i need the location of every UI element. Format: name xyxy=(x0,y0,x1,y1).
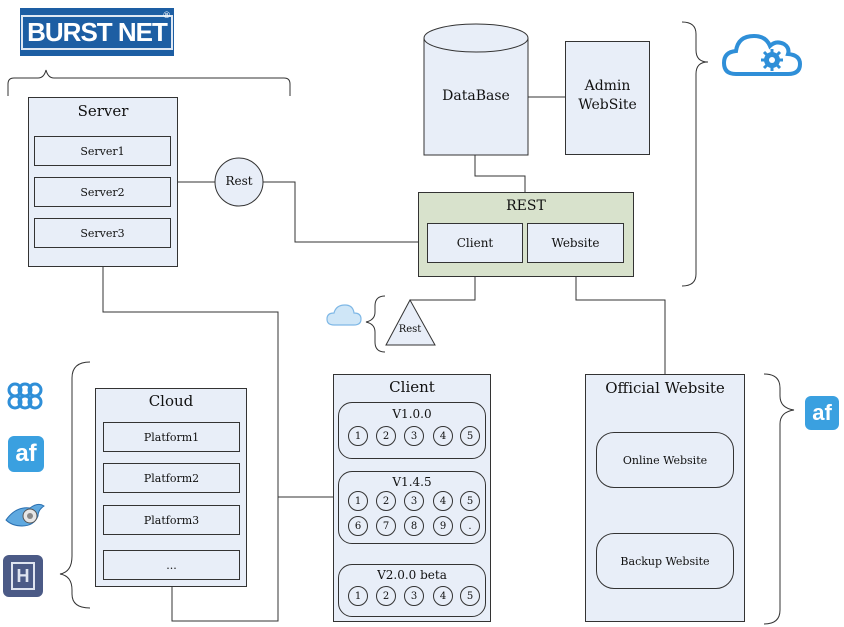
rest-triangle xyxy=(385,298,436,346)
version-num: 7 xyxy=(376,516,396,536)
version-num: 2 xyxy=(376,426,396,446)
cloud-item: Platform2 xyxy=(103,463,240,493)
version-num: 3 xyxy=(404,586,424,606)
af-icon: af xyxy=(805,396,839,430)
rest-circle-label: Rest xyxy=(225,174,253,188)
cloud-box: Cloud Platform1 Platform2 Platform3 ... xyxy=(95,388,247,587)
logo-registered-mark: ® xyxy=(163,10,170,20)
rest-client: Client xyxy=(427,223,523,263)
connector xyxy=(410,277,476,301)
version-num: 1 xyxy=(348,586,368,606)
cloud-item: ... xyxy=(103,550,240,580)
triangle-brace xyxy=(365,295,386,353)
version-label: V2.0.0 beta xyxy=(377,568,447,582)
burstnet-logo: BURST NET ® xyxy=(20,8,174,56)
version-num: 5 xyxy=(460,426,480,446)
rest-website: Website xyxy=(527,223,624,263)
admin-line1: Admin xyxy=(584,78,631,94)
version-group: V1.0.0 1 2 3 4 5 xyxy=(338,402,486,459)
logo-text: BURST NET xyxy=(21,14,173,50)
version-num: . xyxy=(460,516,480,536)
rest-triangle-label: Rest xyxy=(398,324,422,335)
server-item: Server3 xyxy=(34,218,171,248)
server-title: Server xyxy=(77,102,129,120)
af-icon: af xyxy=(8,436,44,472)
cloud-icon xyxy=(326,304,362,326)
official-title: Official Website xyxy=(605,379,725,397)
version-num: 8 xyxy=(404,516,424,536)
cloud-title: Cloud xyxy=(148,392,194,410)
server-box: Server Server1 Server2 Server3 xyxy=(28,97,178,267)
heroku-icon: H xyxy=(3,555,43,597)
version-num: 4 xyxy=(433,586,453,606)
rest-block: REST Client Website xyxy=(418,192,634,277)
backup-website: Backup Website xyxy=(596,533,734,589)
official-website-box: Official Website Online Website Backup W… xyxy=(585,374,745,622)
connector xyxy=(102,267,279,622)
version-label: V1.0.0 xyxy=(392,407,432,421)
version-label: V1.4.5 xyxy=(392,475,432,489)
rest-block-title: REST xyxy=(506,198,546,214)
version-num: 4 xyxy=(433,491,453,511)
version-num: 1 xyxy=(348,426,368,446)
version-num: 3 xyxy=(404,426,424,446)
connector xyxy=(263,181,427,243)
connector xyxy=(575,277,666,374)
rest-circle xyxy=(214,157,264,207)
version-num: 9 xyxy=(433,516,453,536)
server-item: Server1 xyxy=(34,136,171,166)
chain-links-icon xyxy=(7,382,43,410)
version-num: 2 xyxy=(376,491,396,511)
cloud-brace xyxy=(59,361,91,609)
version-num: 2 xyxy=(376,586,396,606)
admin-website-box: Admin WebSite xyxy=(565,41,650,155)
official-brace xyxy=(763,373,795,625)
version-num: 5 xyxy=(460,491,480,511)
version-num: 5 xyxy=(460,586,480,606)
connector xyxy=(474,155,526,192)
version-group: V2.0.0 beta 1 2 3 4 5 xyxy=(338,564,486,617)
server-item: Server2 xyxy=(34,177,171,207)
client-box: Client V1.0.0 1 2 3 4 5 V1.4.5 1 2 3 4 5… xyxy=(333,374,491,622)
online-website: Online Website xyxy=(596,432,734,488)
version-num: 1 xyxy=(348,491,368,511)
bird-icon xyxy=(5,503,45,527)
database-label: DataBase xyxy=(442,88,510,104)
version-num: 3 xyxy=(404,491,424,511)
version-num: 4 xyxy=(433,426,453,446)
right-brace-top xyxy=(681,21,709,287)
version-num: 6 xyxy=(348,516,368,536)
cloud-item: Platform1 xyxy=(103,422,240,452)
database-cylinder xyxy=(423,23,529,156)
version-group: V1.4.5 1 2 3 4 5 6 7 8 9 . xyxy=(338,471,486,544)
admin-line2: WebSite xyxy=(578,97,637,113)
server-brace xyxy=(7,69,291,96)
cloud-item: Platform3 xyxy=(103,505,240,535)
cloud-gear-icon xyxy=(722,33,802,76)
client-title: Client xyxy=(389,378,435,396)
